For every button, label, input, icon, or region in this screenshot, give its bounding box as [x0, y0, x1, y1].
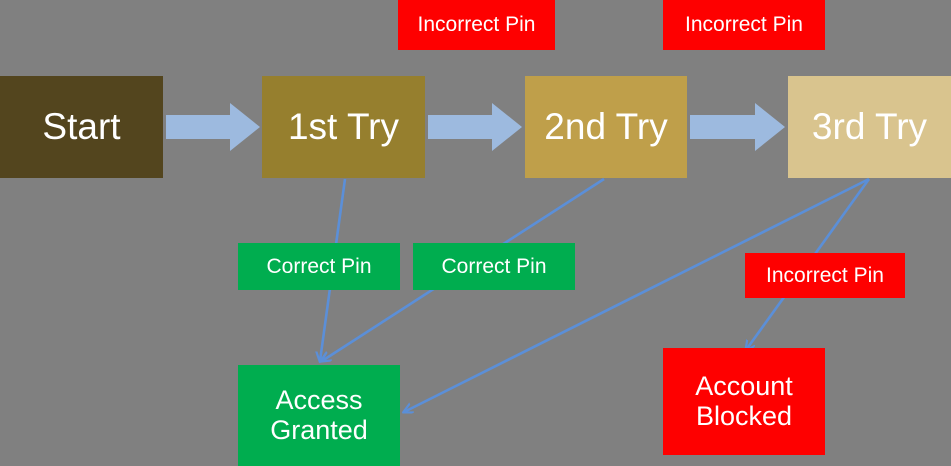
account-blocked-line-2: Blocked [695, 400, 793, 431]
node-access-granted[interactable]: Access Granted [238, 365, 400, 466]
node-account-blocked[interactable]: Account Blocked [663, 348, 825, 455]
edge-label-incorrect-pin-try2[interactable]: Incorrect Pin [663, 0, 825, 50]
node-first-try[interactable]: 1st Try [262, 76, 425, 178]
node-second-try[interactable]: 2nd Try [525, 76, 687, 178]
block-arrow-try2-to-try3 [690, 103, 785, 151]
account-blocked-line-1: Account [695, 371, 793, 402]
node-start[interactable]: Start [0, 76, 163, 178]
edge-label-correct-pin-try2[interactable]: Correct Pin [413, 243, 575, 290]
edge-label-incorrect-pin-try3[interactable]: Incorrect Pin [745, 253, 905, 298]
access-granted-line-2: Granted [270, 414, 368, 445]
block-arrow-try1-to-try2 [428, 103, 522, 151]
block-arrow-start-to-try1 [166, 103, 260, 151]
edge-label-incorrect-pin-try1[interactable]: Incorrect Pin [398, 0, 555, 50]
access-granted-line-1: Access [275, 385, 363, 416]
edge-label-correct-pin-try1[interactable]: Correct Pin [238, 243, 400, 290]
node-third-try[interactable]: 3rd Try [788, 76, 951, 178]
connector-try3-to-access [404, 177, 870, 412]
